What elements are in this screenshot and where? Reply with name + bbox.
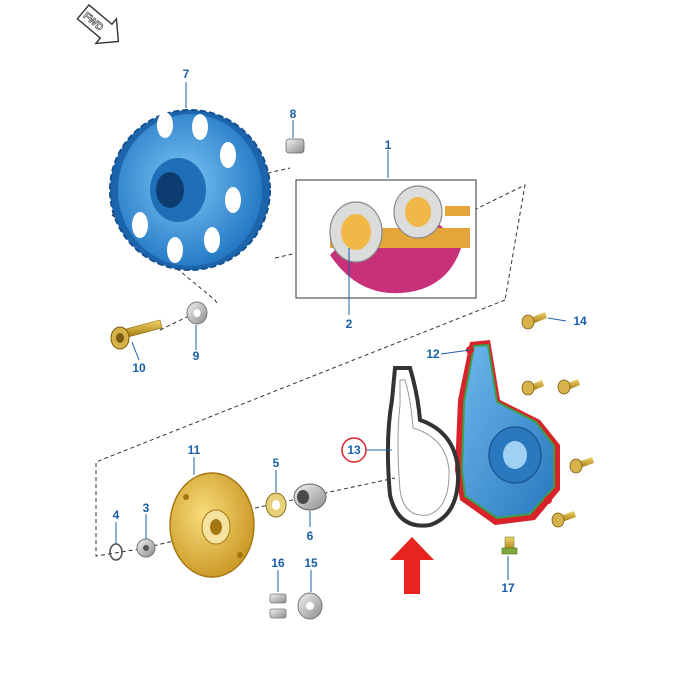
part-8-dowel — [285, 138, 305, 154]
part-7-gear — [109, 109, 271, 271]
highlight-circle-13 — [341, 437, 367, 463]
leader-lines — [115, 82, 567, 592]
callout-3: 3 — [143, 501, 150, 515]
callout-14: 14 — [573, 314, 587, 328]
fwd-arrow-icon — [76, 3, 120, 45]
part-1-crankshaft — [295, 179, 477, 299]
callout-12: 12 — [426, 347, 440, 361]
part-9-washer — [186, 301, 208, 325]
callout-labels: 1 2 3 4 5 6 7 8 9 10 11 12 13 14 15 16 1… — [113, 67, 587, 595]
part-16-dowel-pins — [269, 593, 287, 619]
callout-9: 9 — [193, 349, 200, 363]
part-11-gold-cover — [169, 472, 255, 578]
callout-1: 1 — [385, 138, 392, 152]
part-3-bushing — [136, 538, 156, 558]
part-6-seal — [293, 483, 327, 511]
part-12-water-pump-cover — [455, 340, 560, 525]
part-10-bolt — [110, 319, 163, 350]
part-15-washer — [297, 592, 323, 620]
callout-8: 8 — [290, 107, 297, 121]
part-14-bolt — [521, 312, 547, 330]
callout-15: 15 — [304, 556, 318, 570]
callout-6: 6 — [307, 529, 314, 543]
fwd-badge: FWD — [76, 3, 120, 45]
part-17-drain-bolt — [501, 536, 518, 555]
part-4-circlip — [109, 543, 123, 561]
callout-17: 17 — [501, 581, 515, 595]
callout-11: 11 — [188, 443, 201, 457]
callout-16: 16 — [271, 556, 285, 570]
pump-cover-bolts — [521, 379, 594, 528]
callout-7: 7 — [183, 67, 190, 81]
callout-2: 2 — [346, 317, 353, 331]
red-up-arrow-icon — [390, 537, 434, 594]
callout-4: 4 — [113, 508, 120, 522]
part-13-gasket — [385, 366, 461, 528]
callout-5: 5 — [273, 456, 280, 470]
part-5-washer — [265, 492, 287, 518]
callout-13: 13 — [347, 443, 361, 457]
callout-10: 10 — [132, 361, 146, 375]
